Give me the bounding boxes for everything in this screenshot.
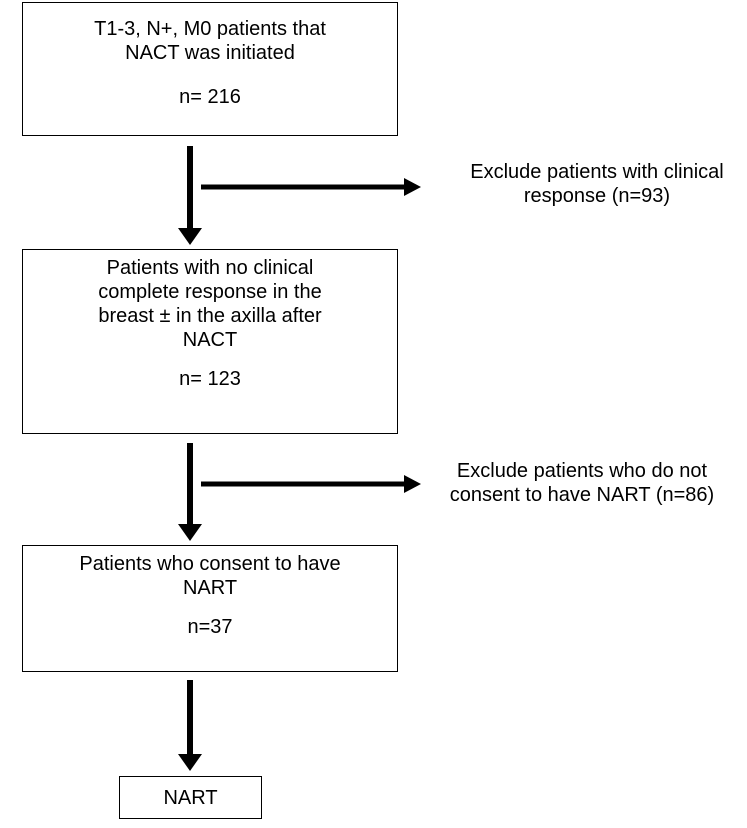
nart-text: NART: [163, 787, 218, 809]
consent-box: Patients who consent to have NART n=37: [22, 545, 398, 672]
arrowhead-right-2: [404, 475, 421, 493]
arrowhead-down-1: [178, 228, 202, 245]
consent-count: n=37: [187, 616, 233, 638]
arrowhead-down-3: [178, 754, 202, 771]
initiated-text: T1-3, N+, M0 patients that NACT was init…: [94, 18, 326, 64]
arrowhead-down-2: [178, 524, 202, 541]
initiated-box: T1-3, N+, M0 patients that NACT was init…: [22, 2, 398, 136]
no-response-count: n= 123: [179, 368, 241, 390]
exclusion-clinical-response-text: Exclude patients with clinical response …: [470, 161, 724, 207]
initiated-count: n= 216: [179, 86, 241, 108]
consent-text: Patients who consent to have NART: [79, 553, 341, 599]
exclusion-no-consent-text: Exclude patients who do not consent to h…: [449, 460, 715, 506]
exclusion-clinical-response: Exclude patients with clinical response …: [452, 160, 742, 208]
arrowhead-right-1: [404, 178, 421, 196]
no-response-box: Patients with no clinical complete respo…: [22, 249, 398, 434]
exclusion-no-consent: Exclude patients who do not consent to h…: [420, 459, 744, 507]
nart-box: NART: [119, 776, 262, 819]
no-response-text: Patients with no clinical complete respo…: [98, 257, 322, 351]
